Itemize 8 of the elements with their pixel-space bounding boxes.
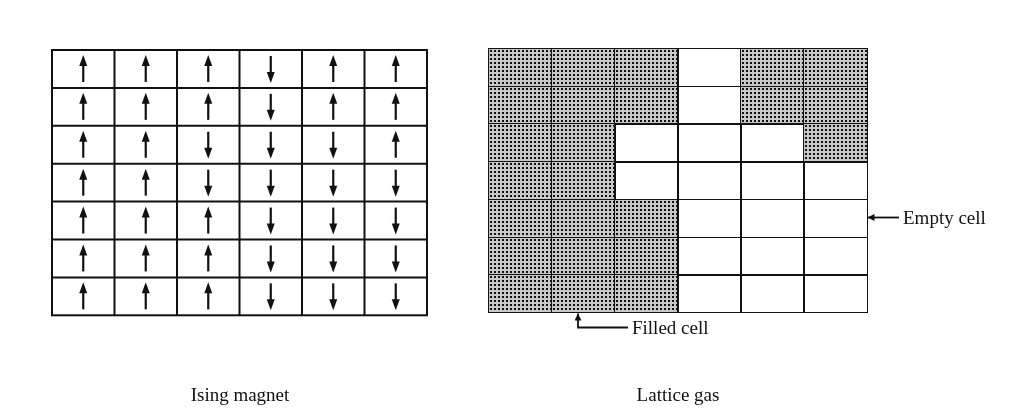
callout-label: Empty cell [903, 208, 986, 227]
callout-label: Filled cell [632, 318, 709, 337]
panel-caption: Lattice gas [636, 385, 720, 404]
panel-caption: Ising magnet [190, 385, 290, 404]
leader-arrow [866, 214, 900, 221]
leader-arrow [574, 312, 629, 329]
filled-cell [551, 274, 616, 314]
empty-cell [803, 198, 868, 238]
